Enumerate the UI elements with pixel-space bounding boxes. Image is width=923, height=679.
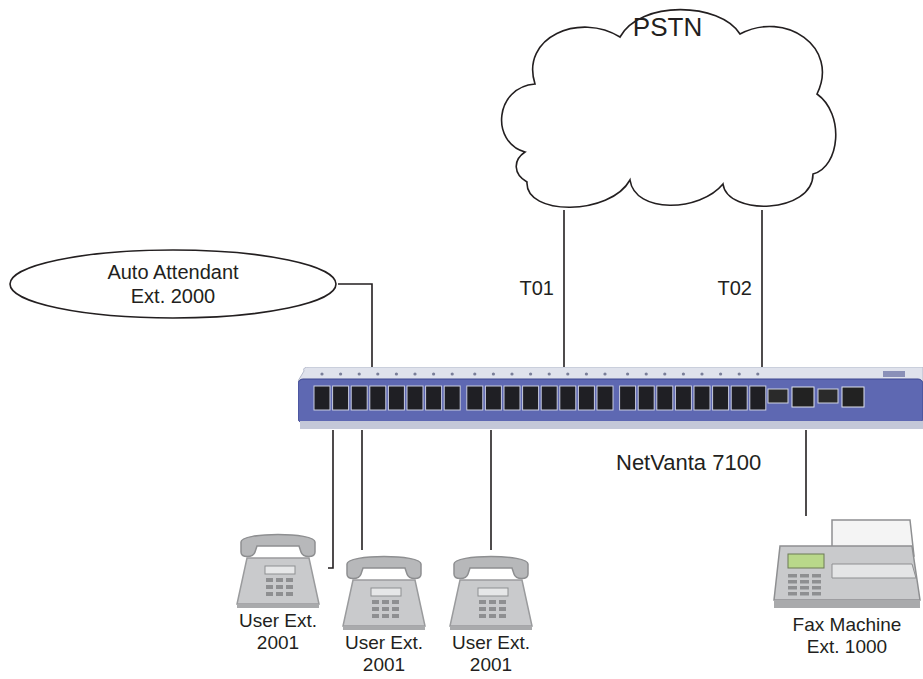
service-label: Auto Attendant Ext. 2000 <box>98 260 248 308</box>
trunk-label: T02 <box>716 277 754 300</box>
connector-line <box>563 210 565 367</box>
phone-icon <box>233 528 323 610</box>
phone-node: User Ext. 2001 <box>441 550 541 676</box>
cloud-node: PSTN <box>495 2 840 210</box>
cloud-label: PSTN <box>495 2 840 43</box>
connector-line <box>338 284 372 367</box>
fax-label: Fax Machine Ext. 1000 <box>788 614 906 658</box>
connector-line <box>761 210 763 367</box>
fax-icon <box>772 516 922 614</box>
phone-node: User Ext. 2001 <box>228 528 328 654</box>
phone-label: User Ext. 2001 <box>441 632 541 676</box>
ellipse-shape <box>8 248 338 320</box>
fax-node: Fax Machine Ext. 1000 <box>772 516 922 658</box>
device-label: NetVanta 7100 <box>616 450 761 476</box>
phone-label: User Ext. 2001 <box>228 610 328 654</box>
trunk-label: T01 <box>518 277 556 300</box>
connector-line <box>805 430 807 516</box>
phone-node: User Ext. 2001 <box>334 550 434 676</box>
phone-label: User Ext. 2001 <box>334 632 434 676</box>
phone-icon <box>446 550 536 632</box>
connector-line <box>361 430 363 550</box>
connector-line <box>490 430 492 550</box>
device-node: NetVanta 7100 <box>298 367 923 430</box>
phone-icon <box>339 550 429 632</box>
connector-line <box>328 430 333 568</box>
switch-device <box>298 367 923 430</box>
ellipse-node: Auto Attendant Ext. 2000 <box>8 248 338 320</box>
